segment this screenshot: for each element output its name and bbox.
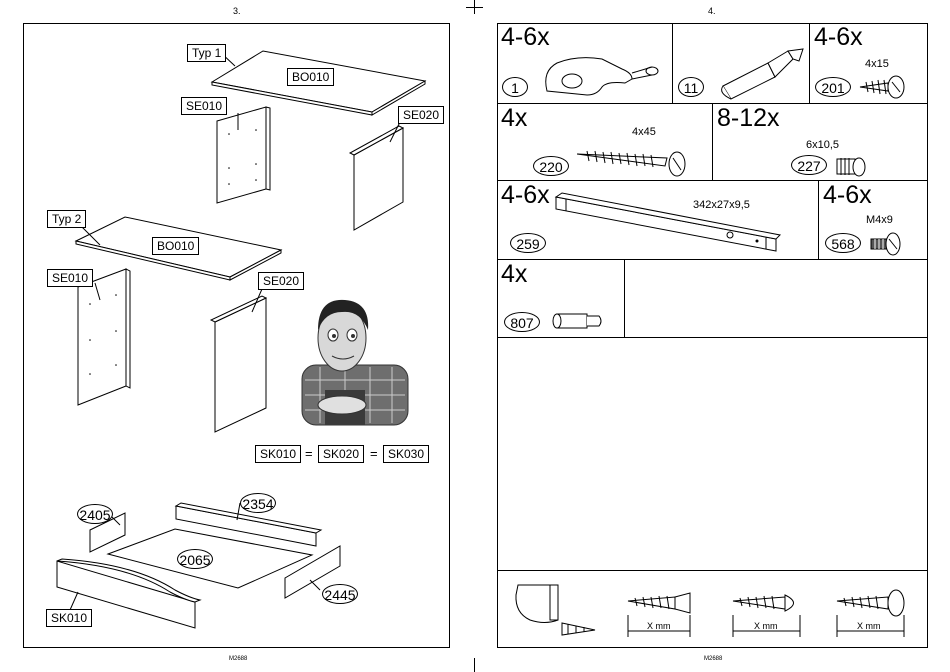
part-number: 201 [815, 77, 851, 97]
part-qty: 4-6x [814, 23, 863, 51]
part-cell-1: 4-6x 1 [497, 23, 673, 104]
part-cell-807: 4x 807 [497, 260, 625, 338]
typ1-side-right-label: SE020 [398, 106, 444, 124]
typ1-label: Typ 1 [187, 44, 226, 62]
part-2065-label: 2065 [177, 549, 213, 569]
part-qty: 8-12x [717, 104, 780, 132]
dowel-icon [547, 304, 607, 336]
length-label: X mm [857, 621, 881, 631]
part-cell-568: 4-6x M4x9 568 [819, 181, 928, 260]
part-number: 259 [510, 233, 546, 253]
typ2-side-left [78, 269, 126, 405]
glue-tube-icon [713, 41, 808, 101]
sk010-label: SK010 [255, 445, 301, 463]
part-cell-201: 4-6x 4x15 201 [810, 23, 928, 104]
long-screw-icon [577, 142, 712, 178]
equals-sign: = [370, 446, 378, 461]
mascot-illustration [302, 300, 408, 425]
length-label: X mm [754, 621, 778, 631]
bracket-icon [537, 51, 667, 99]
part-qty: 4-6x [501, 181, 550, 209]
sk030-label: SK030 [383, 445, 429, 463]
part-number: 220 [533, 156, 569, 176]
part-dim: 4x15 [865, 58, 889, 70]
part-2354-label: 2354 [240, 493, 276, 513]
part-2445-label: 2445 [322, 584, 358, 604]
empty-cell [625, 260, 928, 338]
right-page-number: 4. [708, 6, 716, 16]
part-cell-227: 8-12x 6x10,5 227 [713, 104, 928, 181]
sk020-label: SK020 [318, 445, 364, 463]
drawer-rail-icon [552, 189, 792, 259]
part-dim: M4x9 [866, 214, 893, 226]
typ2-top-label: BO010 [152, 237, 199, 255]
equals-sign: = [305, 446, 313, 461]
part-dim: 4x45 [632, 126, 656, 138]
typ1-side-left-label: SE010 [181, 97, 227, 115]
part-2405-label: 2405 [77, 504, 113, 524]
strip-divider [497, 570, 928, 571]
typ1-side-left [217, 107, 266, 203]
typ1-top-label: BO010 [287, 68, 334, 86]
part-number: 1 [502, 77, 528, 97]
part-dim: 6x10,5 [806, 139, 839, 151]
part-qty: 4x [501, 260, 527, 288]
dowel-screw-icon [833, 154, 873, 180]
part-qty: 4x [501, 104, 527, 132]
crop-mark [466, 7, 483, 8]
part-cell-11: 11 [673, 23, 810, 104]
typ2-side-right-label: SE020 [258, 272, 304, 290]
crop-mark [474, 658, 475, 672]
machine-screw-icon [867, 230, 907, 258]
part-cell-220: 4x 4x45 220 [497, 104, 713, 181]
part-number: 807 [504, 312, 540, 332]
bottom-strip-illustration [500, 575, 925, 645]
part-number: 568 [825, 233, 861, 253]
part-qty: 4-6x [823, 181, 872, 209]
part-number: 11 [678, 77, 704, 97]
right-footer: M2688 [704, 656, 722, 662]
part-qty: 4-6x [501, 23, 550, 51]
length-label: X mm [647, 621, 671, 631]
bracket-profile-icon [516, 585, 595, 635]
part-number: 227 [791, 155, 827, 175]
typ2-label: Typ 2 [47, 210, 86, 228]
typ2-side-left-label: SE010 [47, 269, 93, 287]
screw-icon [858, 73, 918, 101]
typ1-side-right [354, 128, 403, 230]
drawer-front-label: SK010 [46, 609, 92, 627]
part-cell-259: 4-6x 342x27x9,5 259 [497, 181, 819, 260]
